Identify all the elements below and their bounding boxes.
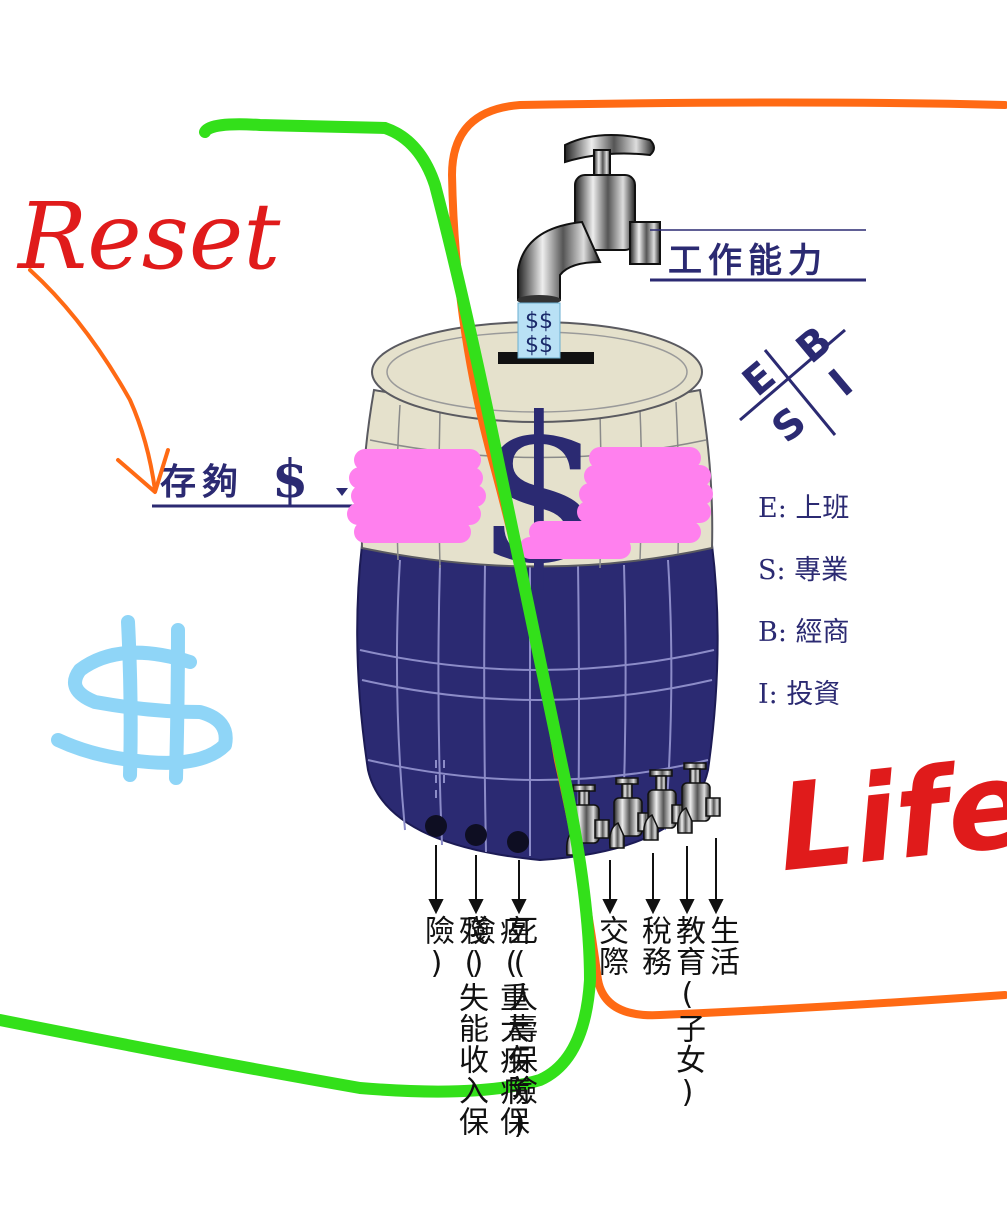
- money-stream-text-1: $$: [525, 309, 553, 334]
- save-enough-dollar: $: [272, 449, 308, 510]
- drain-hole: [425, 815, 447, 837]
- money-stream-text-2: $$: [525, 333, 553, 358]
- reset-arrow: [28, 268, 157, 492]
- esbi-letter-e: E: [734, 353, 785, 406]
- reset-arrowhead-icon: [116, 448, 170, 494]
- esbi-item-i: I: 投資: [758, 672, 840, 711]
- expense-label-education: 教育(子女): [670, 915, 705, 1111]
- esbi-item-b: B: 經商: [758, 610, 850, 649]
- main-faucet-icon: [517, 134, 661, 305]
- life-annotation: Life: [771, 735, 1007, 899]
- reset-annotation: Reset: [16, 183, 281, 290]
- esbi-item-text: 投資: [786, 679, 841, 710]
- esbi-item-key: S:: [758, 555, 786, 586]
- faucet-icon: [642, 769, 687, 841]
- expense-label-living: 生活: [704, 915, 739, 977]
- drain-hole: [465, 824, 487, 846]
- expense-label-social: 交際: [593, 915, 628, 977]
- pointer-triangle-icon: [336, 488, 348, 496]
- esbi-letter-s: S: [764, 398, 816, 452]
- esbi-item-s: S: 專業: [758, 548, 848, 587]
- esbi-item-key: B:: [758, 617, 787, 648]
- lightblue-dollar-drawing: [51, 615, 233, 785]
- esbi-quadrant: E B S I: [734, 318, 862, 452]
- esbi-item-key: E:: [758, 493, 787, 524]
- esbi-item-text: 經商: [795, 617, 850, 648]
- money-stream: [517, 302, 561, 359]
- pink-scribble: [347, 447, 713, 559]
- esbi-item-e: E: 上班: [758, 486, 849, 525]
- work-ability-label: 工作能力: [668, 241, 828, 281]
- green-loop: [0, 118, 597, 1098]
- risk-label-disability: 殘(失能收入保險): [419, 915, 488, 1137]
- risk-label-death: 死(人壽保險): [502, 915, 537, 1142]
- risk-label-cancer: 癌(重大疾病保險): [460, 915, 529, 1137]
- expense-label-tax: 稅務: [636, 915, 671, 977]
- faucet-icon: [676, 762, 721, 834]
- save-enough-label: 存夠: [160, 461, 244, 503]
- outflow-arrows: [428, 838, 724, 915]
- esbi-item-key: I:: [758, 679, 778, 710]
- faucet-icon: [608, 777, 653, 849]
- esbi-item-text: 上班: [795, 493, 850, 524]
- esbi-letter-i: I: [821, 361, 862, 406]
- esbi-item-text: 專業: [794, 555, 849, 586]
- drain-hole: [507, 831, 529, 853]
